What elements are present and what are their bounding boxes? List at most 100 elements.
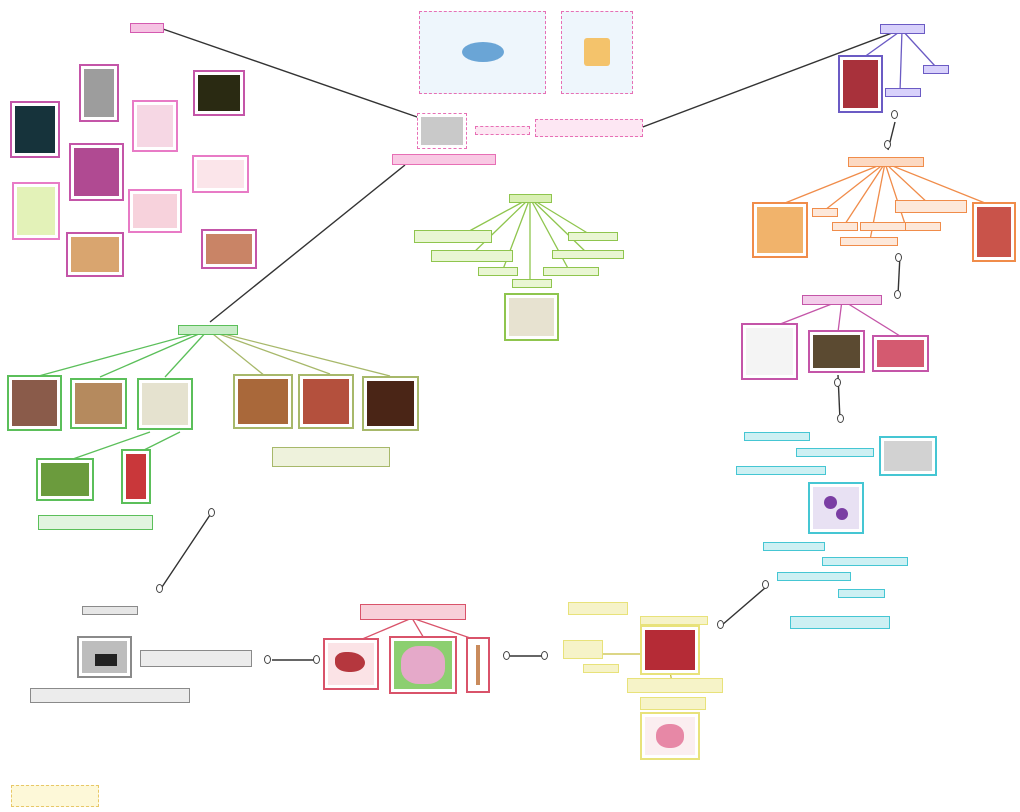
olive-branches xyxy=(207,329,391,377)
figure-image xyxy=(69,143,124,201)
teal-item-3[interactable] xyxy=(736,466,826,475)
central-text-block xyxy=(417,113,467,149)
yellow-label-d[interactable] xyxy=(627,678,723,693)
yellow-label-c[interactable] xyxy=(583,664,619,673)
green-top-item-6[interactable] xyxy=(552,250,624,259)
green-branches xyxy=(34,329,209,461)
uterus-image xyxy=(128,189,182,233)
cell-icon xyxy=(824,496,837,509)
liver-image xyxy=(323,638,379,690)
link-ring xyxy=(895,253,902,262)
link-ring xyxy=(313,655,320,664)
teal-item-7[interactable] xyxy=(838,589,885,598)
xray-image xyxy=(79,64,119,122)
link-bars xyxy=(272,655,546,661)
spleen-image xyxy=(389,636,457,694)
green-top-item-4[interactable] xyxy=(512,279,552,288)
teal-item-2[interactable] xyxy=(796,448,874,457)
orange-label-a[interactable] xyxy=(812,208,838,217)
food-image-3 xyxy=(137,378,193,430)
meat-image xyxy=(298,374,354,429)
world-map-icon xyxy=(462,42,504,62)
yellow-label-e[interactable] xyxy=(640,697,706,710)
sample-image xyxy=(808,330,865,373)
bone-image xyxy=(466,637,490,693)
teal-item-5[interactable] xyxy=(822,557,908,566)
dna-image xyxy=(10,101,60,158)
vegetables-image xyxy=(36,458,94,501)
olive-caption[interactable] xyxy=(272,447,390,467)
organ-diagram-image xyxy=(741,323,798,380)
cell-icon xyxy=(836,508,848,520)
teal-item-6[interactable] xyxy=(777,572,851,581)
tissue-image xyxy=(872,335,929,372)
food-image-1 xyxy=(7,375,62,431)
orange-branches xyxy=(779,162,991,241)
red-topic[interactable] xyxy=(360,604,466,620)
digestive-image xyxy=(752,202,808,258)
orange-label-c[interactable] xyxy=(860,222,908,231)
pink2-topic[interactable] xyxy=(802,295,882,305)
organ-icon xyxy=(401,646,445,684)
map-image-frame xyxy=(419,11,546,94)
liver-icon xyxy=(335,652,365,672)
teal-item-4[interactable] xyxy=(763,542,825,551)
green-top-item-1[interactable] xyxy=(414,230,492,243)
food-image-4 xyxy=(233,374,293,429)
yellow-label-b[interactable] xyxy=(640,616,708,625)
cartoon-image-frame xyxy=(561,11,633,94)
cartoon-illustration-icon xyxy=(584,38,610,66)
link-ring xyxy=(884,140,891,149)
can-image xyxy=(121,449,151,504)
tissue-sample-image xyxy=(640,625,700,675)
green-top-item-3[interactable] xyxy=(478,267,518,276)
green-top-topic[interactable] xyxy=(509,194,552,203)
gray-caption-b[interactable] xyxy=(30,688,190,703)
people-image xyxy=(201,229,257,269)
purple-topic[interactable] xyxy=(880,24,925,34)
yellow-topic[interactable] xyxy=(563,640,603,659)
green-top-item-7[interactable] xyxy=(568,232,618,241)
top-left-label[interactable] xyxy=(130,23,164,33)
link-ring xyxy=(156,584,163,593)
purple-label-a[interactable] xyxy=(885,88,921,97)
cells-image xyxy=(193,70,245,116)
link-ring xyxy=(894,290,901,299)
green-caption[interactable] xyxy=(38,515,153,530)
central-right-label[interactable] xyxy=(535,119,643,137)
intestine-image xyxy=(192,155,249,193)
anatomy-image xyxy=(132,100,178,152)
green-top-item-5[interactable] xyxy=(543,267,599,276)
gray-topic[interactable] xyxy=(82,606,138,615)
green-top-branches xyxy=(461,197,595,283)
brain-icon xyxy=(656,724,684,748)
bottom-note[interactable] xyxy=(11,785,99,807)
central-topic[interactable] xyxy=(392,154,496,165)
blood-cells-image xyxy=(808,482,864,534)
teal-text-block xyxy=(879,436,937,476)
link-ring xyxy=(717,620,724,629)
orange-topic[interactable] xyxy=(848,157,924,167)
brain-image xyxy=(640,712,700,760)
gray-diagram-image xyxy=(77,636,132,678)
yellow-label-a[interactable] xyxy=(568,602,628,615)
chocolate-image xyxy=(362,376,419,431)
gray-caption-a[interactable] xyxy=(140,650,252,667)
orange-label-b[interactable] xyxy=(832,222,858,231)
orange-label-d[interactable] xyxy=(895,200,967,213)
link-ring xyxy=(891,110,898,119)
flask-image xyxy=(12,182,60,240)
orange-label-f[interactable] xyxy=(905,222,941,231)
green-top-item-2[interactable] xyxy=(431,250,513,262)
link-ring xyxy=(503,651,510,660)
central-side-label[interactable] xyxy=(475,126,530,135)
link-ring xyxy=(264,655,271,664)
bone-icon xyxy=(476,645,480,685)
teal-item-1[interactable] xyxy=(744,432,810,441)
link-ring xyxy=(834,378,841,387)
purple-label-b[interactable] xyxy=(923,65,949,74)
green-topic[interactable] xyxy=(178,325,238,335)
orange-label-e[interactable] xyxy=(840,237,898,246)
teal-item-8[interactable] xyxy=(790,616,890,629)
